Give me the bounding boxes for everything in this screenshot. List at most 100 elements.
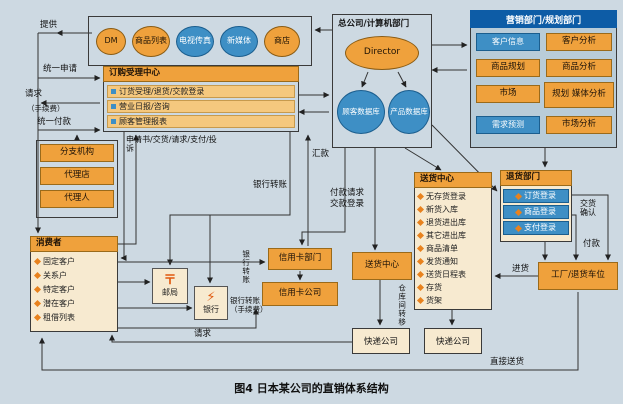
- flow-label-remit: 汇款: [312, 149, 330, 159]
- cell-label: 市场: [499, 88, 517, 99]
- marketing-cell: 商品分析: [546, 59, 612, 77]
- bank-lightning-icon: ⚡: [206, 290, 216, 305]
- diamond-bullet: [416, 244, 425, 252]
- marketing-cell: 客户信息: [476, 33, 540, 51]
- flow-label-direct-delivery: 直接送货: [490, 357, 525, 367]
- order-center-item: 订货受理/退货/交款登录: [107, 85, 295, 98]
- delivery-item: 商品清单: [416, 242, 488, 254]
- delivery-center-header: 送货中心: [414, 172, 492, 188]
- branch-label: 代理人: [64, 193, 90, 204]
- delivery-item: 无存货登录: [416, 190, 488, 202]
- channels-container: [88, 16, 312, 66]
- express-company-box: 快递公司: [424, 328, 482, 354]
- diamond-bullet: [33, 271, 42, 280]
- flow-label-incoming: 进货: [512, 264, 530, 274]
- diamond-bullet: [514, 208, 523, 216]
- flow-label-provide: 提供: [40, 20, 58, 30]
- marketing-cell: 客户分析: [546, 33, 612, 51]
- marketing-cell: 商品规划: [476, 59, 540, 77]
- order-center-item: 营业日报/咨询: [107, 100, 295, 113]
- flow-label-bank-transfer-fee-1: 银行转账: [230, 296, 260, 305]
- diamond-bullet: [33, 299, 42, 308]
- flow-label-pay-register: 交款登录: [330, 199, 365, 209]
- consumers-header: 消费者: [30, 236, 118, 252]
- marketing-cell: 市场分析: [546, 116, 612, 134]
- diamond-bullet: [416, 270, 425, 278]
- order-center-header: 订购受理中心: [103, 66, 299, 82]
- marketing-cell: 规划 媒体分析: [544, 82, 614, 108]
- order-item-label: 订货受理/退货/交款登录: [119, 87, 205, 96]
- marketing-cell: 需求预测: [476, 116, 540, 134]
- channel-label: 商品列表: [135, 36, 167, 46]
- delivery-item-label: 送货日程表: [426, 269, 466, 279]
- channel-ellipse-shop: 商店: [264, 26, 300, 57]
- diamond-bullet: [33, 313, 42, 322]
- channel-ellipse-tv-fax: 电视传真: [176, 26, 214, 57]
- branch-item: 代理人: [40, 190, 114, 208]
- channel-label: 新媒体: [227, 36, 251, 46]
- consumer-item: 固定客户: [33, 255, 115, 268]
- marketing-title: 营销部门/规划部门: [505, 15, 582, 26]
- branch-item: 代理店: [40, 167, 114, 185]
- credit-dept-label: 信用卡部门: [278, 253, 322, 264]
- returns-dept-title: 退货部门: [506, 172, 541, 183]
- flow-label-warehouse-move: 仓库间转移: [397, 284, 407, 327]
- director-ellipse: Director: [345, 36, 419, 70]
- delivery-item-label: 商品清单: [426, 243, 458, 253]
- flow-label-unified-pay: 统一付款: [37, 117, 72, 127]
- channel-label: DM: [104, 36, 118, 46]
- cell-label: 商品分析: [561, 62, 596, 73]
- returns-item-label: 支付登录: [524, 222, 556, 232]
- diamond-bullet: [416, 296, 425, 304]
- consumer-label: 关系户: [43, 271, 67, 280]
- flow-label-bank-transfer-side: 银行转账: [241, 250, 251, 284]
- order-center-title: 订购受理中心: [109, 68, 161, 79]
- director-label: Director: [363, 47, 401, 58]
- credit-dept-box: 信用卡部门: [268, 248, 332, 270]
- express-company-box: 快递公司: [352, 328, 410, 354]
- consumers-title: 消费者: [36, 238, 62, 249]
- diamond-bullet: [416, 205, 425, 213]
- cell-label: 市场分析: [561, 119, 596, 130]
- diamond-bullet: [33, 257, 42, 266]
- diamond-bullet: [514, 192, 523, 200]
- branch-label: 分支机构: [59, 147, 94, 158]
- post-office-box: 〒 邮局: [152, 268, 188, 304]
- branch-item: 分支机构: [40, 144, 114, 162]
- cell-label: 客户分析: [561, 36, 596, 47]
- delivery-item: 送货日程表: [416, 268, 488, 280]
- diamond-bullet: [33, 285, 42, 294]
- flow-label-unified-apply: 统一申请: [43, 64, 78, 74]
- diamond-bullet: [416, 231, 425, 239]
- branch-container: [36, 140, 118, 218]
- credit-company-label: 信用卡公司: [278, 288, 322, 299]
- channel-ellipse-dm: DM: [96, 28, 126, 55]
- consumer-item: 关系户: [33, 269, 115, 282]
- delivery-item: 存货: [416, 281, 488, 293]
- square-bullet: [111, 119, 116, 124]
- flow-label-bank-transfer: 银行转账: [253, 180, 288, 190]
- flow-label-request: 请求: [25, 89, 43, 99]
- consumer-item: 特定客户: [33, 283, 115, 296]
- flow-label-request2: 请求: [194, 329, 212, 339]
- diamond-bullet: [416, 283, 425, 291]
- customer-db-ellipse: 顾客数据库: [337, 90, 385, 134]
- consumer-label: 租借列表: [43, 313, 75, 322]
- order-item-label: 顾客管理报表: [119, 117, 167, 126]
- figure-caption: 图4 日本某公司的直销体系结构: [234, 382, 389, 395]
- branch-label: 代理店: [64, 170, 90, 181]
- flow-label-bank-transfer-fee-2: （手续费）: [230, 305, 268, 314]
- delivery-item: 发货通知: [416, 255, 488, 267]
- post-office-label: 邮局: [162, 288, 178, 297]
- square-bullet: [111, 104, 116, 109]
- channel-ellipse-new-media: 新媒体: [220, 26, 258, 57]
- diamond-bullet: [514, 224, 523, 232]
- customer-db-label: 顾客数据库: [342, 107, 380, 117]
- product-db-ellipse: 产品数据库: [388, 90, 430, 134]
- flow-label-fee: （手续费）: [27, 104, 65, 113]
- diamond-bullet: [416, 257, 425, 265]
- cell-label: 商品规划: [490, 62, 525, 73]
- delivery-item: 其它进出库: [416, 229, 488, 241]
